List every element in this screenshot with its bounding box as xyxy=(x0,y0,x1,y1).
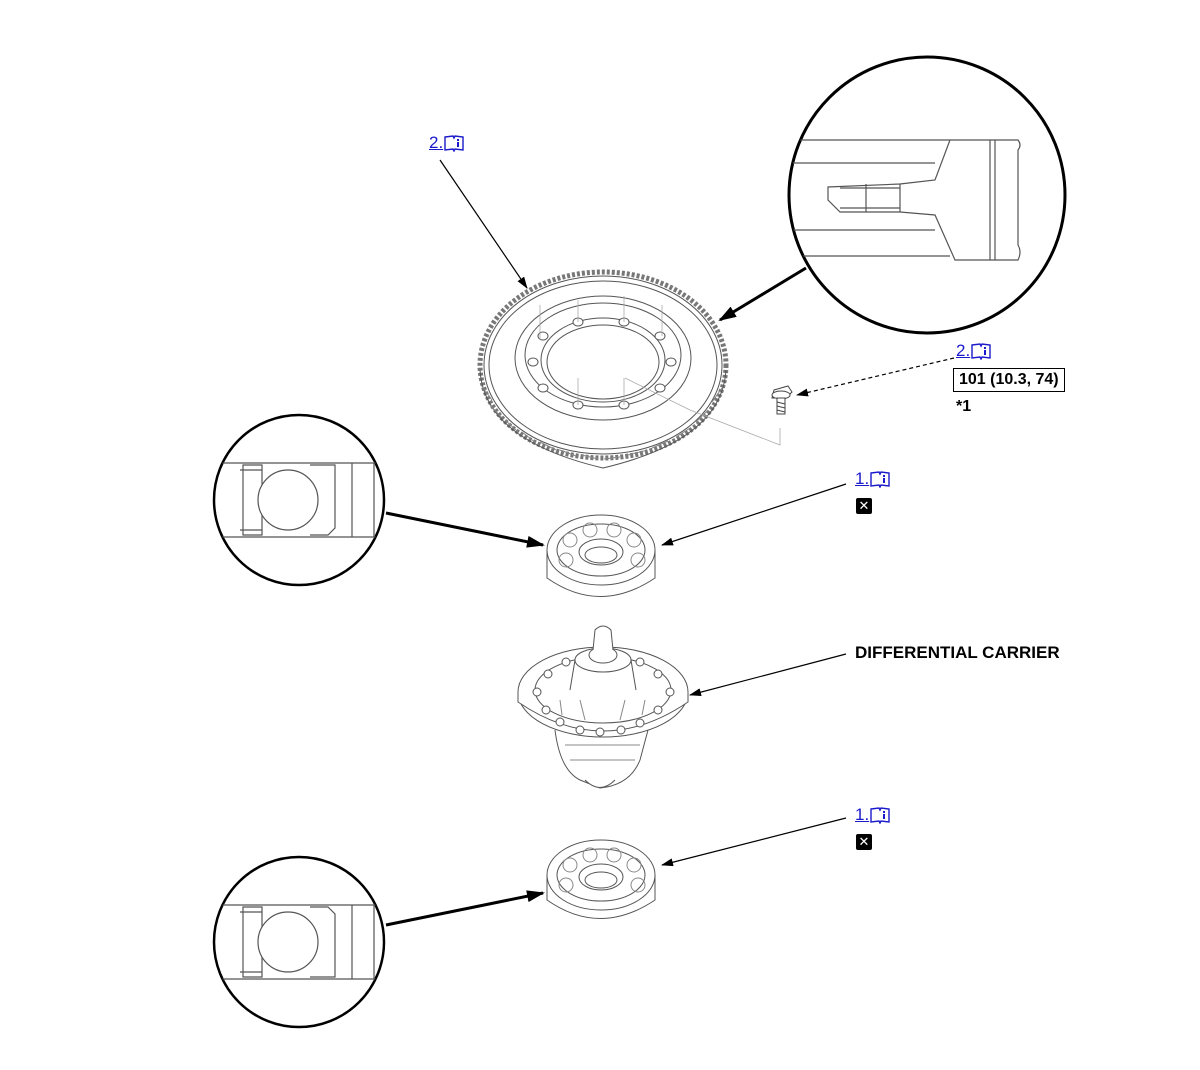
upper-bearing-ref-link[interactable]: 1. xyxy=(855,470,890,488)
bolt-ref-number: 2. xyxy=(956,341,971,360)
bolt-note: *1 xyxy=(956,398,972,415)
differential-carrier-label: DIFFERENTIAL CARRIER xyxy=(855,643,1060,662)
bolt-ref-link[interactable]: 2. xyxy=(956,342,991,360)
lower-bearing-ref-number: 1. xyxy=(855,805,870,824)
leader-lines xyxy=(385,159,955,927)
ring-gear xyxy=(477,269,781,469)
gear-ref-number: 2. xyxy=(429,133,444,152)
upper-bearing xyxy=(546,514,656,597)
book-info-icon xyxy=(971,343,991,360)
gear-tooth-detail-view xyxy=(787,55,1067,335)
lower-bearing xyxy=(546,839,656,919)
replace-part-icon: ✕ xyxy=(856,834,872,850)
upper-bearing-detail-view xyxy=(212,413,386,587)
book-info-icon xyxy=(444,135,464,152)
upper-bearing-ref-number: 1. xyxy=(855,469,870,488)
gear-ref-link[interactable]: 2. xyxy=(429,134,464,152)
lower-bearing-detail-view xyxy=(212,855,386,1029)
book-info-icon xyxy=(870,471,890,488)
torque-spec: 101 (10.3, 74) xyxy=(953,368,1065,392)
differential-carrier xyxy=(517,625,689,789)
mounting-bolt xyxy=(771,385,793,415)
replace-part-icon: ✕ xyxy=(856,498,872,514)
lower-bearing-ref-link[interactable]: 1. xyxy=(855,806,890,824)
book-info-icon xyxy=(870,807,890,824)
